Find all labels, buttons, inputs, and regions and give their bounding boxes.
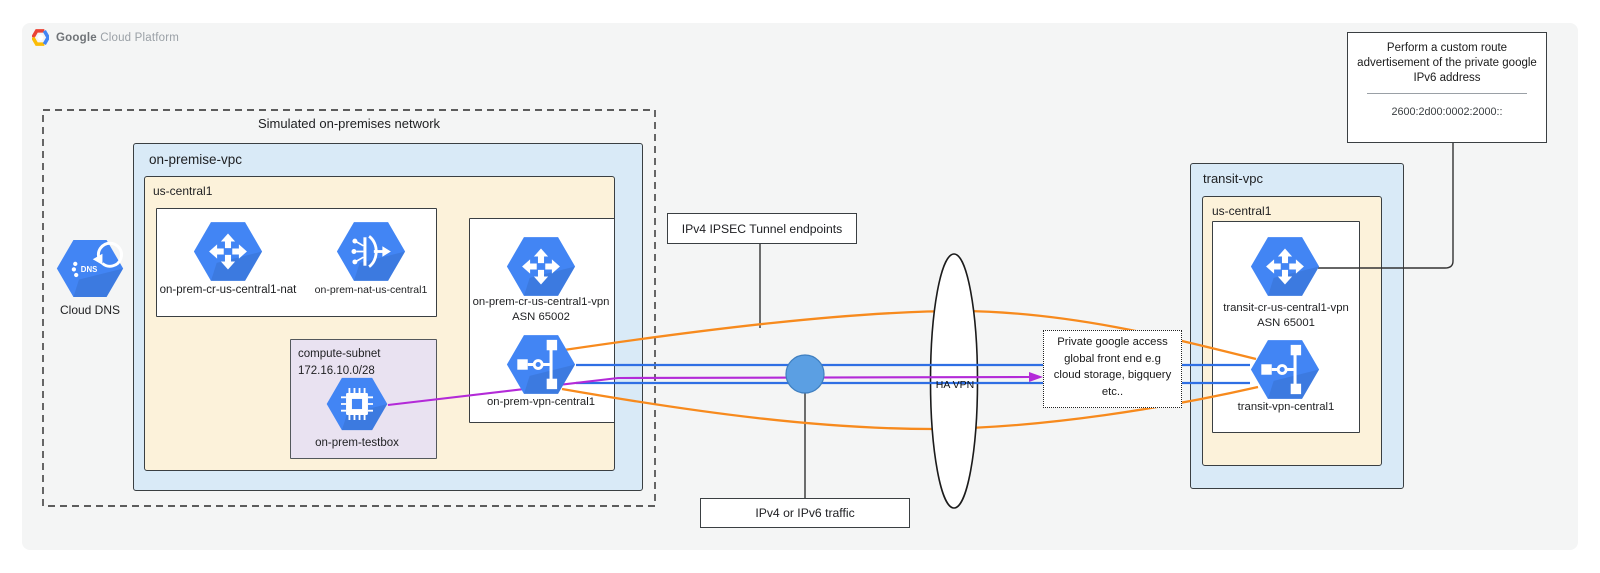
cloud-router-nat-icon [192,220,264,283]
annotation-line-1: Perform a custom route [1386,42,1508,54]
traffic-callout: IPv4 or IPv6 traffic [700,498,910,528]
ipsec-endpoints-callout: IPv4 IPSEC Tunnel endpoints [667,213,857,244]
private-google-access-box: Private google access global front end e… [1043,330,1182,408]
transit-router-name: transit-cr-us-central1-vpn [1223,302,1349,314]
gcp-logo-icon [32,29,49,46]
cloud-nat-icon [335,220,407,283]
onprem-nat-label: on-prem-nat-us-central1 [314,284,428,296]
transit-region-label: us-central1 [1212,204,1272,218]
onprem-router-nat-label: on-prem-cr-us-central1-nat [159,284,297,296]
cloud-dns-icon [55,238,125,299]
onprem-cloud-router-vpn-icon [505,235,577,298]
cloud-dns-label: Cloud DNS [59,303,121,317]
onprem-vpn-gateway-icon [505,333,577,396]
annotation-line-2: advertisement of the private google [1357,57,1537,69]
logo-product: Cloud Platform [100,31,180,44]
gcp-logo: Google Cloud Platform [32,29,179,46]
onprem-testbox-label: on-prem-testbox [315,437,399,449]
subnet-name: compute-subnet [298,348,381,360]
annotation-divider [1367,93,1527,94]
pga-line-1: Private google access [1057,336,1168,348]
annotation-ipv6-value: 2600:2d00:0002:2000:: [1391,106,1503,118]
onprem-vpc-label: on-premise-vpc [149,152,243,167]
pga-line-2: global front end e.g [1064,352,1161,365]
transit-vpn-gateway-label: transit-vpn-central1 [1237,401,1335,413]
compute-engine-testbox-icon [325,376,389,432]
router-vpn-asn: ASN 65002 [512,311,570,323]
onprem-region-label: us-central1 [153,184,213,198]
transit-router-asn: ASN 65001 [1257,317,1315,329]
custom-route-annotation: Perform a custom route advertisement of … [1347,32,1547,143]
transit-vpc-label: transit-vpc [1203,171,1263,186]
ipsec-endpoints-label: IPv4 IPSEC Tunnel endpoints [681,221,843,236]
pga-line-3: cloud storage, bigquery [1053,369,1172,381]
onprem-vpn-gateway-label: on-prem-vpn-central1 [487,396,595,408]
transit-cloud-router-icon [1249,235,1321,298]
logo-brand: Google [56,31,97,44]
annotation-line-3: IPv6 address [1413,72,1481,84]
traffic-label: IPv4 or IPv6 traffic [755,506,855,520]
pga-line-4: etc.. [1101,385,1124,398]
transit-vpn-gateway-icon [1249,338,1321,401]
simulated-onprem-title: Simulated on-premises network [257,116,441,131]
